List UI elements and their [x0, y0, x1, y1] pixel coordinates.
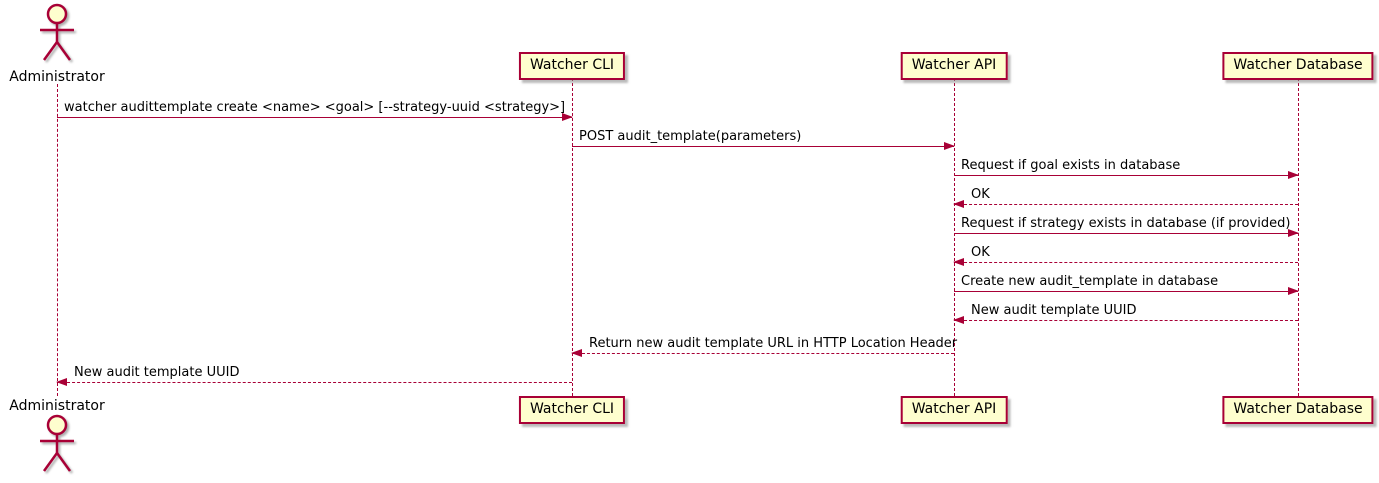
actor-icon	[40, 3, 74, 61]
arrowhead-icon	[953, 200, 964, 208]
message-label: New audit template UUID	[971, 303, 1137, 318]
message-arrow	[57, 113, 573, 121]
arrowhead-icon	[571, 349, 582, 357]
lifeline-watcher-database	[1298, 78, 1299, 396]
message-label: Create new audit_template in database	[961, 274, 1219, 289]
message-label: OK	[971, 187, 990, 202]
participant-watcher-api-bottom: Watcher API	[900, 396, 1008, 424]
arrowhead-icon	[953, 258, 964, 266]
arrowhead-icon	[944, 142, 955, 150]
message-arrow	[953, 316, 1298, 324]
message-label: watcher audittemplate create <name> <goa…	[64, 100, 566, 115]
participant-watcher-cli-top: Watcher CLI	[518, 52, 626, 80]
message-label: Return new audit template URL in HTTP Lo…	[589, 336, 958, 351]
message-label: Request if strategy exists in database (…	[961, 216, 1291, 231]
message-arrow	[953, 258, 1298, 266]
lifeline-watcher-api	[954, 78, 955, 396]
arrowhead-icon	[1288, 229, 1299, 237]
message-label: Request if goal exists in database	[961, 158, 1181, 173]
message-request-strategy-exists: Request if strategy exists in database (…	[954, 216, 1299, 237]
message-arrow	[572, 142, 955, 150]
arrowhead-icon	[953, 316, 964, 324]
arrowhead-icon	[562, 113, 573, 121]
message-request-goal-exists: Request if goal exists in database	[954, 158, 1299, 179]
message-label: POST audit_template(parameters)	[579, 129, 802, 144]
actor-label: Administrator	[9, 69, 105, 85]
actor-administrator-bottom: Administrator	[2, 398, 112, 480]
message-arrow	[56, 378, 572, 386]
message-arrow	[953, 200, 1298, 208]
actor-administrator-top: Administrator	[2, 3, 112, 85]
actor-icon	[40, 414, 74, 472]
participant-watcher-database-bottom: Watcher Database	[1222, 396, 1374, 424]
arrowhead-icon	[1288, 287, 1299, 295]
lifeline-watcher-cli	[572, 78, 573, 396]
message-arrow	[571, 349, 954, 357]
message-arrow	[954, 287, 1299, 295]
message-create-audit-template-db: Create new audit_template in database	[954, 274, 1299, 295]
message-post-audit-template: POST audit_template(parameters)	[572, 129, 955, 150]
message-ok-goal: OK	[953, 187, 1298, 208]
message-new-uuid-from-db: New audit template UUID	[953, 303, 1298, 324]
message-arrow	[954, 229, 1299, 237]
participant-watcher-database-top: Watcher Database	[1222, 52, 1374, 80]
participant-watcher-api-top: Watcher API	[900, 52, 1008, 80]
lifeline-administrator	[57, 84, 58, 396]
message-label: OK	[971, 245, 990, 260]
participant-watcher-cli-bottom: Watcher CLI	[518, 396, 626, 424]
message-create-audittemplate: watcher audittemplate create <name> <goa…	[57, 100, 573, 121]
message-new-uuid-to-admin: New audit template UUID	[56, 365, 572, 386]
message-arrow	[954, 171, 1299, 179]
message-return-location-header: Return new audit template URL in HTTP Lo…	[571, 336, 958, 357]
message-ok-strategy: OK	[953, 245, 1298, 266]
arrowhead-icon	[56, 378, 67, 386]
actor-label: Administrator	[9, 398, 105, 414]
arrowhead-icon	[1288, 171, 1299, 179]
message-label: New audit template UUID	[74, 365, 240, 380]
